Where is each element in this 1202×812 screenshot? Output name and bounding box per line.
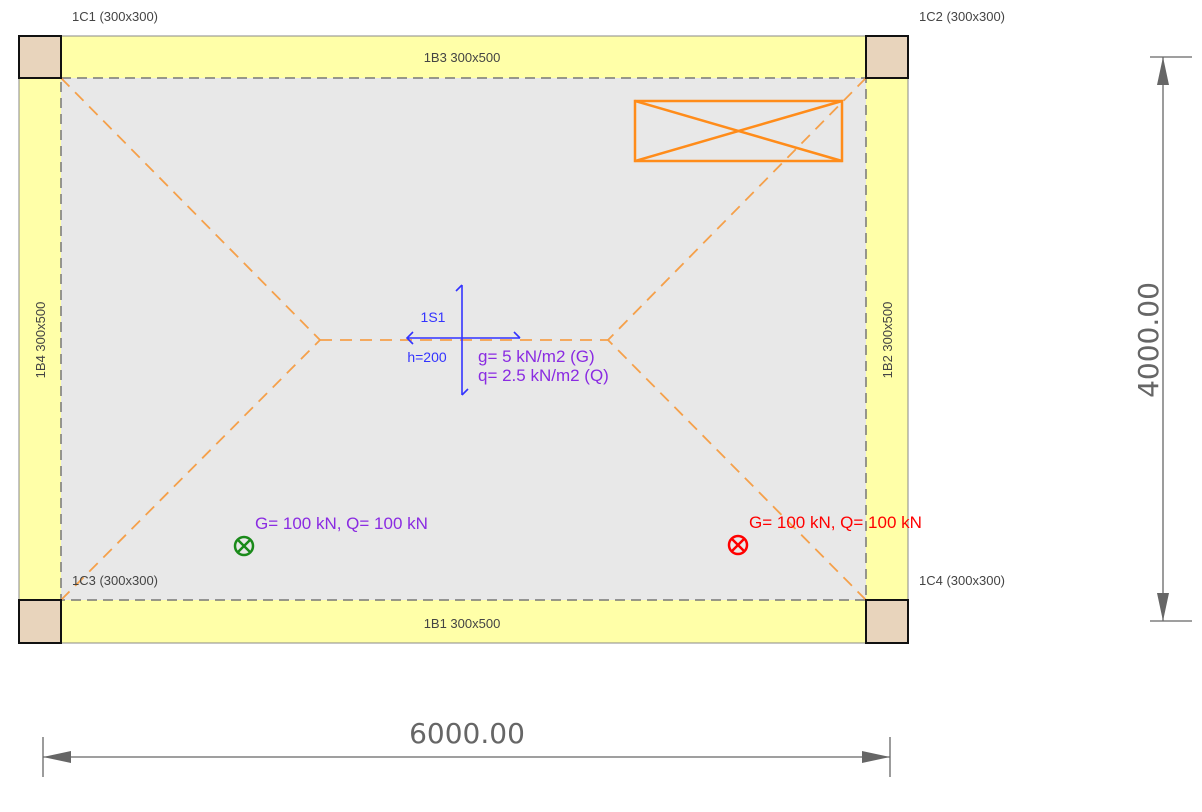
column-label: 1C3 (300x300) — [72, 573, 158, 588]
beam-label: 1B1 300x500 — [424, 616, 501, 631]
beam-label: 1B4 300x500 — [33, 302, 48, 379]
column-1C1[interactable] — [18, 35, 62, 79]
column-label: 1C1 (300x300) — [72, 9, 158, 24]
arrow-up-icon — [1157, 57, 1169, 85]
arrow-down-icon — [1157, 593, 1169, 621]
column-1C3[interactable] — [18, 599, 62, 644]
column-label: 1C4 (300x300) — [919, 573, 1005, 588]
point-load-icon[interactable] — [233, 535, 255, 557]
height-dimension: 4000.00 — [1132, 282, 1165, 398]
beam-label: 1B2 300x500 — [880, 302, 895, 379]
slab-opening[interactable] — [633, 99, 844, 163]
arrow-right-icon — [862, 751, 890, 763]
slab-id: 1S1 — [421, 309, 446, 325]
slab-load-q: q= 2.5 kN/m2 (Q) — [478, 366, 609, 385]
column-1C4[interactable] — [865, 599, 909, 644]
width-dimension: 6000.00 — [409, 717, 525, 750]
point-load-label: G= 100 kN, Q= 100 kN — [255, 514, 428, 533]
slab-load-g: g= 5 kN/m2 (G) — [478, 347, 595, 366]
arrow-left-icon — [43, 751, 71, 763]
yield-lines — [60, 77, 867, 601]
beam-label: 1B3 300x500 — [424, 50, 501, 65]
point-load-label: G= 100 kN, Q= 100 kN — [749, 513, 922, 532]
height-dimension-line — [1150, 56, 1192, 622]
column-1C2[interactable] — [865, 35, 909, 79]
slab-1S1[interactable] — [60, 77, 867, 601]
column-label: 1C2 (300x300) — [919, 9, 1005, 24]
slab-span-symbol — [405, 284, 521, 396]
slab-thickness: h=200 — [407, 349, 447, 365]
point-load-icon[interactable] — [727, 534, 749, 556]
